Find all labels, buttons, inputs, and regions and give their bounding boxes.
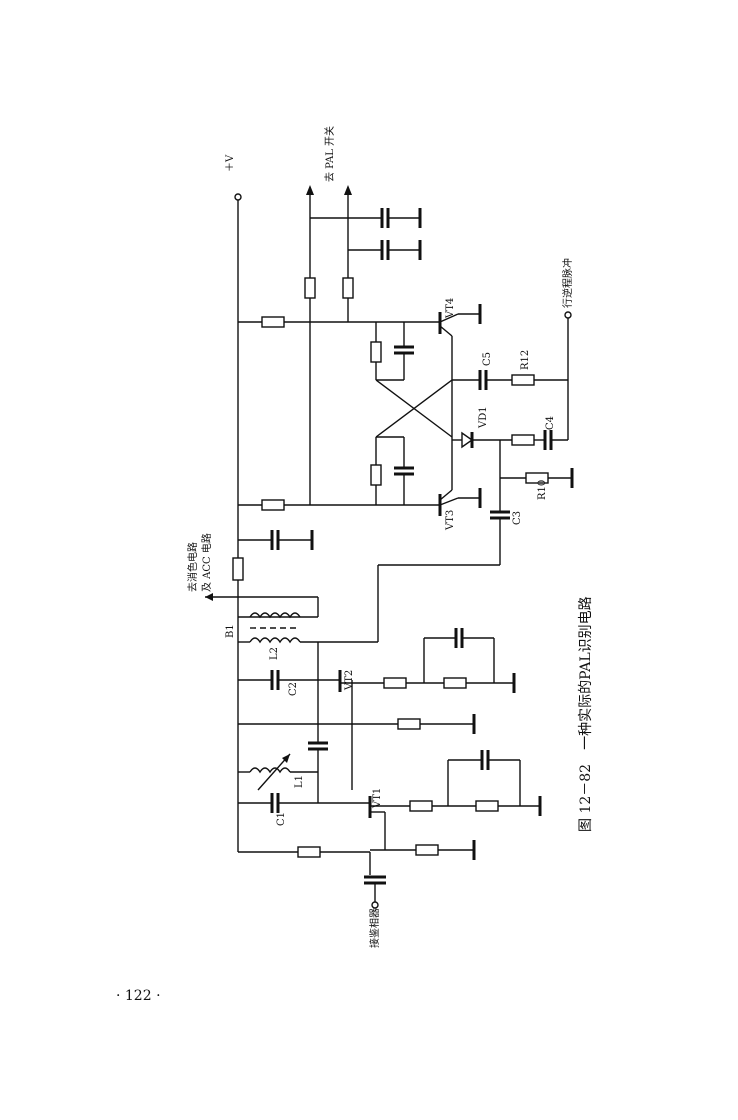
supply-label: ＋V (225, 154, 236, 172)
page-number: · 122 · (116, 988, 161, 1004)
vt2-label: VT2 (344, 670, 355, 691)
c1-label: C1 (276, 812, 287, 826)
flyback-pulse-label: 行逆程脉冲 (561, 258, 574, 308)
vt3-label: VT3 (445, 510, 456, 531)
flip-flop (238, 304, 574, 643)
l2-label: L2 (269, 647, 280, 660)
figure-caption: 图 12－82 一种实际的PAL识别电路 (578, 596, 594, 832)
to-acc-label-line1: 去消色电路 (186, 542, 199, 592)
to-pal-switch-label: 去 PAL 开关 (323, 126, 336, 182)
l1-tank (238, 680, 370, 813)
c2-label: C2 (288, 682, 299, 696)
vd1-label: VD1 (478, 406, 489, 429)
vt1-label: VT1 (372, 788, 383, 809)
pal-switch-outputs (304, 185, 422, 505)
component-labels: VT4 VT3 VT2 VT1 C5 R12 VD1 C4 R10 C3 B1 … (225, 258, 574, 948)
c4-label: C4 (545, 416, 556, 430)
c5-label: C5 (482, 352, 493, 366)
vt4-label: VT4 (445, 298, 456, 319)
c3-label: C3 (512, 511, 523, 525)
to-acc-label-line2: 及 ACC 电路 (200, 533, 213, 592)
r10-label: R10 (537, 480, 548, 500)
acc-branch (205, 530, 319, 644)
vt1-stage (297, 750, 542, 909)
l1-label: L1 (294, 775, 305, 788)
r12-label: R12 (520, 350, 531, 370)
input-label: 接鉴相器 (368, 908, 381, 948)
b1-label: B1 (225, 624, 236, 638)
